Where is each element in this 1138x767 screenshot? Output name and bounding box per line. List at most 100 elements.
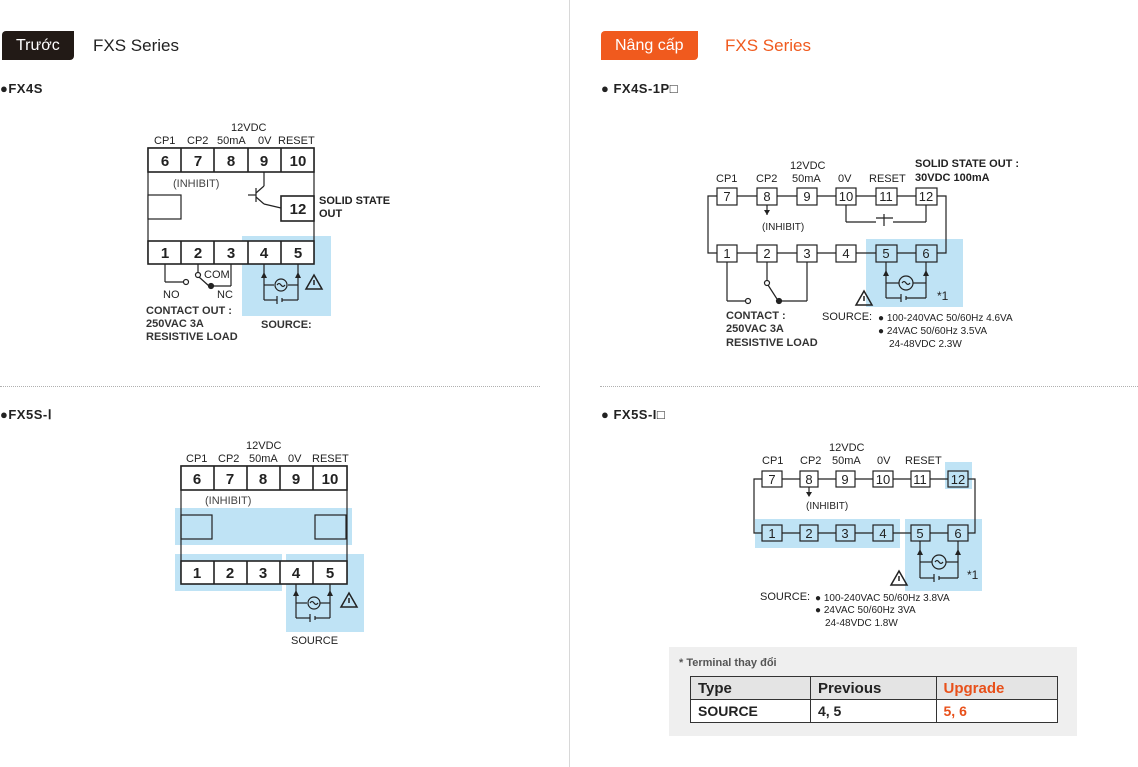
inhibit-label: (INHIBIT)	[806, 501, 848, 512]
label-50ma: 50mA	[792, 173, 821, 185]
source-label: SOURCE:	[822, 311, 872, 323]
label-0v: 0V	[288, 453, 302, 465]
terminal-7: 7	[768, 472, 775, 487]
terminal-3: 3	[841, 526, 848, 541]
terminal-5: 5	[916, 526, 923, 541]
warning-icon	[304, 273, 324, 290]
terminal-11: 11	[879, 189, 893, 204]
transistor-icon	[248, 172, 282, 209]
upgrade-badge: Nâng cấp	[601, 31, 698, 60]
inhibit-label: (INHIBIT)	[173, 178, 219, 190]
terminal-5: 5	[882, 246, 889, 261]
contact-rating: 250VAC 3A	[726, 323, 784, 335]
terminal-9: 9	[260, 153, 268, 170]
terminal-6: 6	[954, 526, 961, 541]
fx5s-old-wiring-diagram: 12VDC CP1 CP2 50mA 0V RESET 6 7 8 9 10 1…	[175, 440, 364, 647]
terminal-7: 7	[723, 189, 730, 204]
terminal-change-note: * Terminal thay đổi Type Previous Upgrad…	[669, 647, 1077, 736]
terminal-5: 5	[294, 245, 302, 262]
label-50ma: 50mA	[217, 135, 246, 147]
terminal-10: 10	[839, 189, 853, 204]
label-0v: 0V	[838, 173, 852, 185]
terminal-9: 9	[292, 471, 300, 488]
terminal-9: 9	[803, 189, 810, 204]
terminal-12: 12	[951, 472, 965, 487]
solid-state-label: SOLID STATE OUT :	[915, 158, 1019, 170]
source-spec-24vac: ● 24VAC 50/60Hz 3.5VA	[878, 326, 987, 337]
header-upgrade: Upgrade	[935, 676, 1058, 700]
table-header-row: Type Previous Upgrade	[690, 676, 1058, 700]
label-cp1: CP1	[762, 455, 783, 467]
label-cp2: CP2	[800, 455, 821, 467]
before-badge: Trước	[2, 31, 74, 60]
terminal-10: 10	[876, 472, 890, 487]
cell-previous: 4, 5	[809, 699, 937, 723]
terminal-4: 4	[879, 526, 886, 541]
left-series-title: FXS Series	[93, 36, 179, 55]
terminal-12: 12	[290, 201, 307, 218]
power-source-icon	[263, 264, 299, 304]
power-source-icon	[919, 541, 959, 582]
source-label: SOURCE:	[760, 591, 810, 603]
terminal-2: 2	[226, 565, 234, 582]
solid-state-out-label: OUT	[319, 208, 343, 220]
terminal-3: 3	[227, 245, 235, 262]
terminal-9: 9	[841, 472, 848, 487]
section-divider-right	[600, 386, 1138, 387]
label-reset: RESET	[278, 135, 315, 147]
header-previous: Previous	[809, 676, 937, 700]
label-cp1: CP1	[154, 135, 175, 147]
label-cp2: CP2	[756, 173, 777, 185]
terminal-6: 6	[161, 153, 169, 170]
label-reset: RESET	[905, 455, 942, 467]
terminal-6: 6	[922, 246, 929, 261]
terminal-2: 2	[763, 246, 770, 261]
contact-load: RESISTIVE LOAD	[146, 331, 238, 343]
label-0v: 0V	[258, 135, 272, 147]
terminal-4: 4	[260, 245, 269, 262]
source-spec-ac: ● 100-240VAC 50/60Hz 4.6VA	[878, 313, 1013, 324]
right-series-title: FXS Series	[725, 36, 811, 55]
label-cp2: CP2	[187, 135, 208, 147]
terminal-1: 1	[161, 245, 169, 262]
label-12vdc: 12VDC	[231, 122, 267, 134]
contact-out-label: CONTACT OUT :	[146, 305, 232, 317]
terminal-8: 8	[259, 471, 267, 488]
source-label: SOURCE	[291, 635, 338, 647]
column-divider	[569, 0, 570, 767]
terminal-3: 3	[259, 565, 267, 582]
terminal-11: 11	[913, 472, 927, 487]
model-fx4s-old: ●FX4S	[0, 81, 43, 96]
label-no: NO	[163, 289, 180, 301]
label-50ma: 50mA	[249, 453, 278, 465]
terminal-2: 2	[194, 245, 202, 262]
terminal-8: 8	[763, 189, 770, 204]
cell-type: SOURCE	[690, 699, 811, 723]
model-fx5s-new: ● FX5S-I□	[601, 407, 666, 422]
power-source-icon	[295, 584, 331, 622]
label-reset: RESET	[312, 453, 349, 465]
terminal-4: 4	[842, 246, 849, 261]
label-50ma: 50mA	[832, 455, 861, 467]
section-divider-left	[0, 386, 540, 387]
label-12vdc: 12VDC	[790, 160, 826, 172]
terminal-1: 1	[193, 565, 201, 582]
source-spec-ac: ● 100-240VAC 50/60Hz 3.8VA	[815, 593, 950, 604]
note-title: * Terminal thay đổi	[679, 657, 777, 669]
contact-label: CONTACT :	[726, 310, 786, 322]
terminal-4: 4	[292, 565, 301, 582]
terminal-10: 10	[290, 153, 307, 170]
header-type: Type	[690, 676, 811, 700]
footnote-mark: *1	[967, 568, 979, 582]
terminal-8: 8	[227, 153, 235, 170]
terminal-10: 10	[322, 471, 339, 488]
solid-state-label: SOLID STATE	[319, 195, 390, 207]
power-source-icon	[885, 262, 927, 302]
terminal-comparison-table: Type Previous Upgrade SOURCE 4, 5 5, 6	[690, 676, 1058, 723]
source-spec-dc: 24-48VDC 2.3W	[889, 339, 962, 350]
terminal-1: 1	[768, 526, 775, 541]
label-cp1: CP1	[716, 173, 737, 185]
footnote-mark: *1	[937, 289, 949, 303]
terminal-7: 7	[226, 471, 234, 488]
